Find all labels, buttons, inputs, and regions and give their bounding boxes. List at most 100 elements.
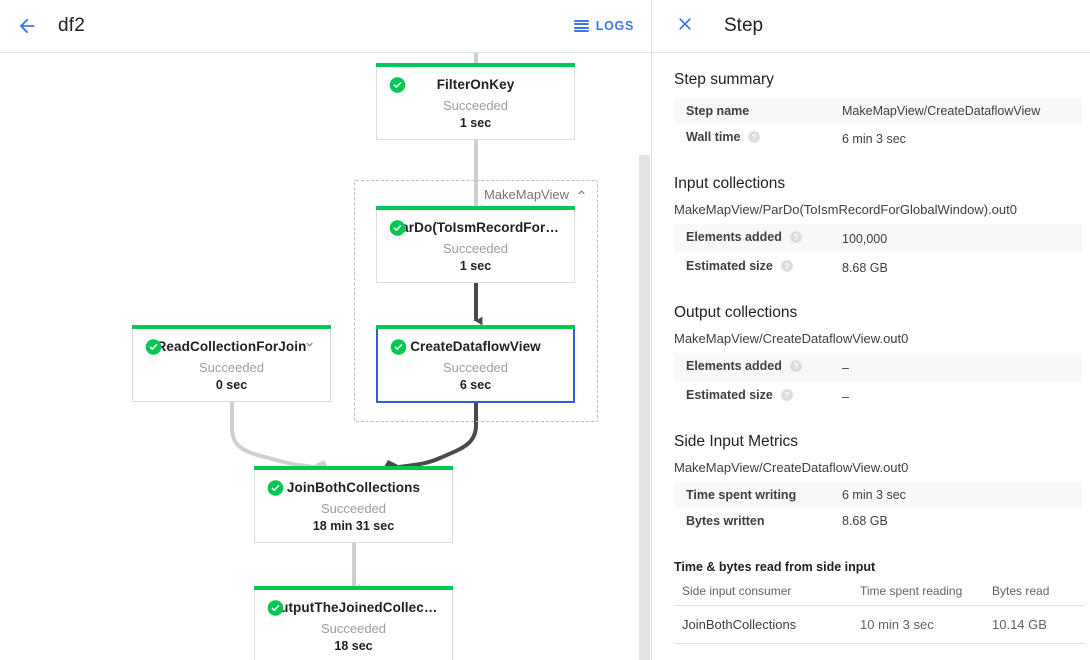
node-status-bar bbox=[376, 206, 575, 210]
node-status: Succeeded bbox=[198, 360, 265, 375]
graph-node-filteronkey[interactable]: FilterOnKey Succeeded 1 sec bbox=[376, 63, 575, 140]
node-title: OutputTheJoinedCollec… bbox=[269, 600, 438, 615]
node-title: ReadCollectionForJoin bbox=[156, 339, 307, 354]
check-circle-icon bbox=[389, 76, 406, 93]
row-key: Estimated size? bbox=[674, 253, 842, 282]
svg-text:?: ? bbox=[784, 262, 789, 271]
group-makemapview[interactable]: MakeMapView bbox=[354, 180, 598, 422]
row-value: 6 min 3 sec bbox=[842, 131, 906, 146]
table-row: Estimated size? 8.68 GB bbox=[674, 253, 1082, 282]
job-graph-canvas[interactable]: MakeMapView FilterOnKey Succeed bbox=[0, 53, 651, 660]
arrow-left-icon bbox=[16, 15, 38, 37]
panel-content: Step summary Step name MakeMapView/Creat… bbox=[652, 53, 1090, 660]
row-value: 8.68 GB bbox=[842, 514, 888, 528]
check-circle-icon bbox=[390, 338, 407, 355]
close-icon bbox=[675, 14, 695, 39]
row-value: 6 min 3 sec bbox=[842, 482, 1082, 508]
output-collections-table: Elements added? – Estimated size? – bbox=[674, 353, 1082, 411]
side-input-reads-heading: Time & bytes read from side input bbox=[674, 560, 876, 574]
output-collections-heading: Output collections bbox=[674, 304, 798, 321]
help-icon[interactable]: ? bbox=[747, 130, 761, 147]
table-row: Step name MakeMapView/CreateDataflowView bbox=[674, 98, 1082, 124]
table-row: Elements added? 100,000 bbox=[674, 224, 1082, 253]
node-status-bar bbox=[376, 325, 575, 329]
cell-bytes: 10.14 GB bbox=[992, 605, 1084, 644]
input-collections-heading: Input collections bbox=[674, 175, 786, 192]
table-row: JoinBothCollections 10 min 3 sec 10.14 G… bbox=[674, 605, 1084, 644]
top-app-bar: df2 LOGS bbox=[0, 0, 651, 53]
row-key: Elements added? bbox=[674, 224, 842, 253]
node-status-bar bbox=[376, 63, 575, 67]
table-row: Wall time? 6 min 3 sec bbox=[674, 124, 1082, 153]
table-header-row: Side input consumer Time spent reading B… bbox=[674, 578, 1084, 606]
graph-node-outputthejoinedcollection[interactable]: OutputTheJoinedCollec… Succeeded 18 sec bbox=[254, 586, 453, 660]
close-panel-button[interactable] bbox=[672, 13, 698, 39]
group-makemapview-label: MakeMapView bbox=[483, 186, 569, 202]
logs-button[interactable]: LOGS bbox=[570, 13, 638, 39]
side-input-metrics-heading: Side Input Metrics bbox=[674, 433, 799, 450]
table-row: Time spent writing 6 min 3 sec bbox=[674, 482, 1082, 508]
chevron-down-icon[interactable] bbox=[303, 338, 316, 356]
input-collection-name: MakeMapView/ParDo(ToIsmRecordForGlobalWi… bbox=[674, 202, 1017, 217]
column-header-consumer: Side input consumer bbox=[674, 578, 860, 606]
svg-text:?: ? bbox=[752, 133, 757, 142]
column-header-time: Time spent reading bbox=[860, 578, 992, 606]
input-collections-table: Elements added? 100,000 Estimated size? … bbox=[674, 224, 1082, 282]
logs-button-label: LOGS bbox=[595, 19, 634, 33]
node-duration: 18 sec bbox=[334, 639, 373, 653]
row-key: Estimated size? bbox=[674, 382, 842, 411]
node-status-bar bbox=[132, 325, 331, 329]
check-circle-icon bbox=[267, 479, 284, 496]
node-status: Succeeded bbox=[442, 98, 509, 113]
row-key: Step name bbox=[674, 98, 842, 124]
back-button[interactable] bbox=[10, 9, 44, 43]
page-title: df2 bbox=[58, 15, 86, 36]
row-value: – bbox=[842, 389, 849, 404]
node-status-bar bbox=[254, 586, 453, 590]
help-icon[interactable]: ? bbox=[780, 388, 794, 405]
row-key: Elements added? bbox=[674, 353, 842, 382]
column-header-bytes: Bytes read bbox=[992, 578, 1084, 606]
node-status: Succeeded bbox=[442, 360, 509, 375]
row-value: 8.68 GB bbox=[842, 260, 888, 275]
help-icon[interactable]: ? bbox=[789, 359, 803, 376]
table-row: Estimated size? – bbox=[674, 382, 1082, 411]
check-circle-icon bbox=[267, 599, 284, 616]
graph-node-readcollectionforjoin[interactable]: ReadCollectionForJoin Succeeded 0 sec bbox=[132, 325, 331, 402]
node-status: Succeeded bbox=[442, 241, 509, 256]
node-title: ParDo(ToIsmRecordFor… bbox=[392, 220, 559, 235]
step-summary-heading: Step summary bbox=[674, 71, 774, 88]
graph-node-joinbothcollections[interactable]: JoinBothCollections Succeeded 18 min 31 … bbox=[254, 466, 453, 543]
graph-vertical-scrollbar[interactable] bbox=[639, 155, 650, 660]
svg-text:?: ? bbox=[793, 362, 798, 371]
node-duration: 18 min 31 sec bbox=[312, 519, 395, 533]
help-icon[interactable]: ? bbox=[780, 259, 794, 276]
row-value: – bbox=[842, 353, 1082, 382]
cell-time: 10 min 3 sec bbox=[860, 605, 992, 644]
row-value: 100,000 bbox=[842, 224, 1082, 253]
node-status-bar bbox=[254, 466, 453, 470]
chevron-up-icon[interactable] bbox=[575, 186, 588, 202]
help-icon[interactable]: ? bbox=[789, 230, 803, 247]
svg-text:?: ? bbox=[793, 233, 798, 242]
row-key: Bytes written bbox=[686, 514, 765, 528]
graph-node-pardo-toismrecord[interactable]: ParDo(ToIsmRecordFor… Succeeded 1 sec bbox=[376, 206, 575, 283]
group-makemapview-header[interactable]: MakeMapView bbox=[484, 186, 588, 202]
node-title: FilterOnKey bbox=[436, 77, 515, 92]
node-status: Succeeded bbox=[320, 621, 387, 636]
node-duration: 1 sec bbox=[459, 116, 492, 130]
node-duration: 1 sec bbox=[459, 259, 492, 273]
node-duration: 0 sec bbox=[215, 378, 248, 392]
row-value: MakeMapView/CreateDataflowView bbox=[842, 98, 1082, 124]
table-row: Bytes written 8.68 GB bbox=[674, 508, 1082, 534]
node-title: CreateDataflowView bbox=[410, 339, 541, 354]
svg-text:?: ? bbox=[784, 391, 789, 400]
node-title: JoinBothCollections bbox=[286, 480, 421, 495]
side-input-metrics-table: Time spent writing 6 min 3 sec Bytes wri… bbox=[674, 482, 1082, 534]
side-input-reads-table: Side input consumer Time spent reading B… bbox=[674, 578, 1084, 644]
list-icon bbox=[573, 20, 589, 32]
graph-node-createdataflowview[interactable]: CreateDataflowView Succeeded 6 sec bbox=[376, 325, 575, 403]
table-row: Elements added? – bbox=[674, 353, 1082, 382]
node-duration: 6 sec bbox=[459, 378, 492, 392]
